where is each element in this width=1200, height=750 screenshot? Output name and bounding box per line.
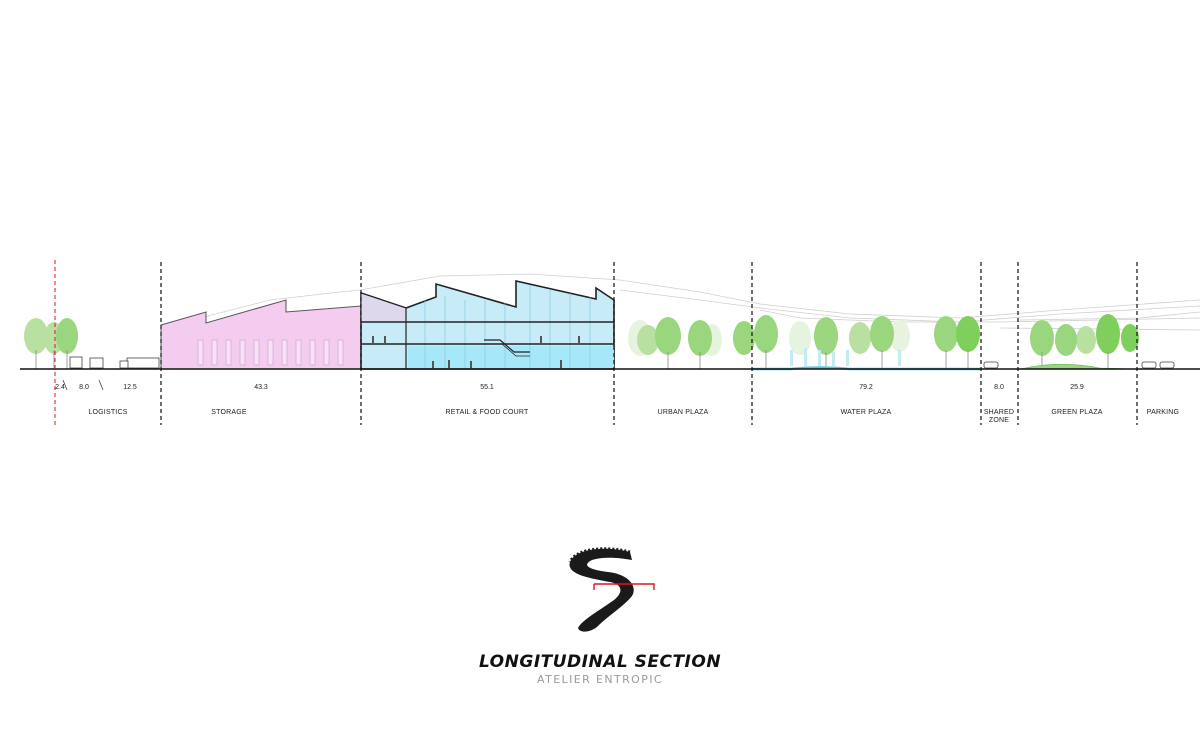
dimension-label: 8.0 — [79, 384, 89, 391]
longitudinal-section-drawing: 2.4 8.0 12.5 43.3 55.1 79.2 8.0 25.9 LOG… — [20, 260, 1200, 425]
zone-label-green-plaza: GREEN PLAZA — [1051, 409, 1102, 416]
zone-label-shared: SHARED — [984, 409, 1014, 416]
zone-label-water-plaza: WATER PLAZA — [841, 409, 892, 416]
dimension-label: 79.2 — [859, 384, 873, 391]
zone-label-urban-plaza: URBAN PLAZA — [658, 409, 709, 416]
dimension-label: 43.3 — [254, 384, 268, 391]
serpentine-logo-icon — [568, 547, 655, 632]
zone-dividers — [160, 262, 1138, 425]
dimension-label: 12.5 — [123, 384, 137, 391]
trees — [24, 314, 1139, 369]
zone-label-logistics: LOGISTICS — [88, 409, 127, 416]
parking-cars — [983, 361, 1175, 369]
zone-label-shared-line2: ZONE — [989, 417, 1009, 424]
zone-labels: LOGISTICS STORAGE RETAIL & FOOD COURT UR… — [88, 409, 1179, 424]
storage-building — [160, 299, 362, 370]
dimension-labels: 2.4 8.0 12.5 43.3 55.1 79.2 8.0 25.9 — [55, 384, 1084, 391]
drawing-subtitle: ATELIER ENTROPIC — [537, 673, 663, 686]
dimension-label: 25.9 — [1070, 384, 1084, 391]
dimension-label: 2.4 — [55, 384, 65, 391]
logistics-vehicles — [69, 356, 160, 369]
zone-label-retail: RETAIL & FOOD COURT — [445, 409, 529, 416]
zone-label-storage: STORAGE — [211, 409, 247, 416]
drawing-title: LONGITUDINAL SECTION — [478, 652, 722, 672]
dimension-label: 55.1 — [480, 384, 494, 391]
dimension-ticks — [62, 379, 104, 391]
dimension-label: 8.0 — [994, 384, 1004, 391]
zone-label-parking: PARKING — [1147, 409, 1179, 416]
retail-food-court-building — [360, 280, 615, 370]
